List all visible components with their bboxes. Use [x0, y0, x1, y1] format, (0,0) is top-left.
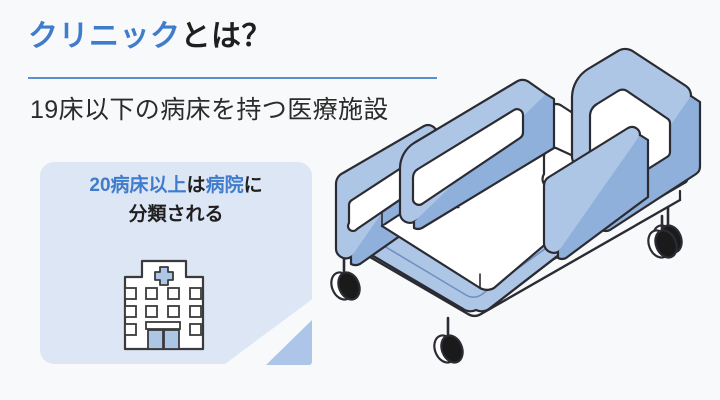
hospital-bed-illustration: [330, 47, 702, 364]
bed-rail-upper-left: [398, 78, 556, 231]
callout-line-2: 分類される: [128, 203, 224, 225]
hospital-building-icon: [123, 259, 205, 351]
hospital-window: [189, 305, 202, 318]
caster-wheel-front-left: [433, 316, 464, 364]
hospital-window: [145, 287, 158, 300]
caster-wheel-back-left: [330, 253, 361, 301]
callout-text: 20病床以上は病院に 分類される: [40, 172, 312, 229]
heading-block: クリニックとは？: [28, 18, 440, 56]
callout-line-1: 20病床以上は病院に: [40, 172, 312, 201]
callout-accent-hospital: 病院: [205, 175, 244, 196]
hospital-window: [167, 305, 180, 318]
bed-rail-near-right: [542, 125, 650, 261]
hospital-window: [189, 287, 202, 300]
title-divider-rule: [28, 77, 437, 79]
callout-plain-wa: は: [186, 175, 206, 196]
hospital-canopy: [145, 321, 181, 330]
subtitle: 19床以下の病床を持つ医療施設: [30, 96, 389, 124]
callout-plain-ni: に: [243, 175, 263, 196]
page-title-plain: とは？: [180, 20, 272, 53]
hospital-window: [167, 287, 180, 300]
hospital-window: [124, 323, 137, 336]
hospital-building-body: [123, 259, 205, 351]
page-title-accent: クリニック: [28, 20, 181, 53]
hospital-cross-icon: [154, 266, 174, 286]
callout-accent-beds: 20病床以上: [89, 175, 187, 196]
page-title: クリニックとは？: [28, 18, 440, 56]
hospital-door-right: [163, 329, 180, 350]
caster-wheel-front-right: [647, 214, 678, 259]
hospital-window: [124, 305, 137, 318]
hospital-window: [145, 305, 158, 318]
hospital-door-left: [147, 329, 164, 350]
hospital-window: [189, 323, 202, 336]
hospital-window: [124, 287, 137, 300]
